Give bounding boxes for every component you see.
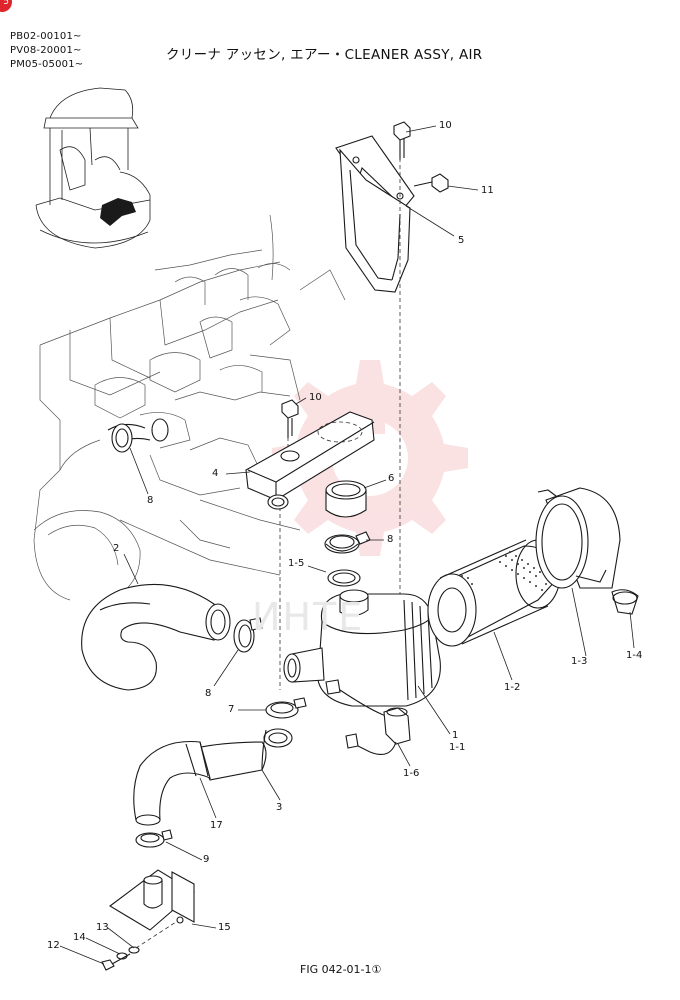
callout-1-3: 1-3 bbox=[571, 656, 588, 667]
clamp-part-9 bbox=[135, 829, 173, 848]
diagram-title: クリーナ アッセン, エアー・CLEANER ASSY, AIR bbox=[166, 47, 483, 63]
callout-10-mid: 10 bbox=[309, 392, 322, 403]
page-number-badge: 5 bbox=[0, 0, 12, 12]
serial-number-block: PB02-00101~ PV08-20001~ PM05-05001~ bbox=[10, 30, 83, 72]
callout-1: 1 bbox=[452, 730, 459, 741]
clamp-part-8-low bbox=[233, 617, 263, 653]
callout-12: 12 bbox=[47, 940, 60, 951]
callout-3: 3 bbox=[276, 802, 283, 813]
callout-11: 11 bbox=[481, 185, 494, 196]
callout-1-4: 1-4 bbox=[626, 650, 643, 661]
machine-thumbnail bbox=[35, 87, 151, 249]
filter-element-part-1-2 bbox=[427, 539, 561, 647]
hose-part-17 bbox=[133, 740, 211, 826]
bracket-part-15 bbox=[109, 869, 195, 931]
callout-8-left: 8 bbox=[147, 495, 154, 506]
hose-part-3 bbox=[195, 728, 293, 781]
adapter-part-6 bbox=[325, 480, 367, 518]
callout-1-2: 1-2 bbox=[504, 682, 521, 693]
callout-8-mid: 8 bbox=[387, 534, 394, 545]
callout-8-low: 8 bbox=[205, 688, 212, 699]
bracket-part-5 bbox=[335, 135, 415, 293]
bolt-part-10-mid bbox=[281, 399, 299, 438]
bolt-part-10-top bbox=[393, 121, 411, 160]
bolt-part-11 bbox=[413, 173, 449, 193]
callout-10-top: 10 bbox=[439, 120, 452, 131]
pad-part-4 bbox=[245, 411, 375, 510]
o-ring-part-1-5 bbox=[327, 569, 361, 587]
callout-17: 17 bbox=[210, 820, 223, 831]
serial-range-1: PB02-00101~ bbox=[10, 31, 82, 42]
serial-range-3: PM05-05001~ bbox=[10, 59, 84, 70]
cleaner-body-part-1-1 bbox=[283, 589, 441, 707]
watermark-text: ИНТЕ bbox=[252, 595, 365, 639]
clamp-part-8-mid bbox=[324, 531, 371, 554]
callout-5: 5 bbox=[458, 235, 465, 246]
fasteners-12-13-14 bbox=[101, 921, 177, 971]
callout-13: 13 bbox=[96, 922, 109, 933]
callout-1-1: 1-1 bbox=[449, 742, 466, 753]
valve-part-1-4 bbox=[611, 589, 639, 615]
callout-7: 7 bbox=[228, 704, 235, 715]
cover-part-1-3 bbox=[535, 487, 621, 589]
figure-caption: FIG 042-01-1① bbox=[300, 963, 382, 976]
callout-9: 9 bbox=[203, 854, 210, 865]
serial-range-2: PV08-20001~ bbox=[10, 45, 82, 56]
callout-4: 4 bbox=[212, 468, 219, 479]
callout-15: 15 bbox=[218, 922, 231, 933]
hose-part-2 bbox=[81, 583, 231, 691]
clamp-part-7 bbox=[265, 697, 307, 719]
engine-background bbox=[33, 214, 346, 601]
leader-lines bbox=[59, 125, 635, 965]
callout-14: 14 bbox=[73, 932, 86, 943]
callout-6: 6 bbox=[388, 473, 395, 484]
callout-1-5: 1-5 bbox=[288, 558, 305, 569]
sensor-part-1-6 bbox=[339, 689, 411, 755]
callout-1-6: 1-6 bbox=[403, 768, 420, 779]
callout-2: 2 bbox=[113, 543, 120, 554]
